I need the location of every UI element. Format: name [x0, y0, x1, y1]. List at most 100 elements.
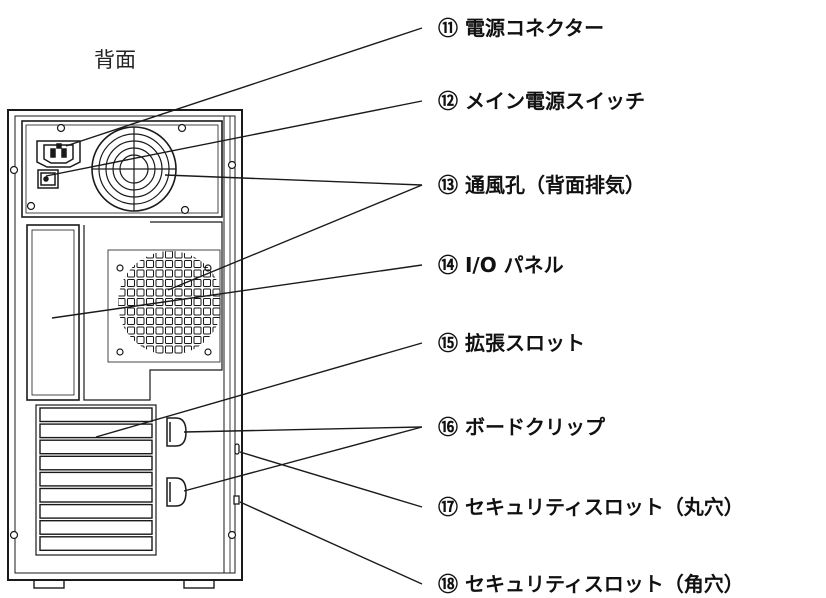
screw-icons	[9, 123, 237, 540]
vent-hole	[146, 326, 154, 335]
security-slot-icons	[233, 443, 240, 505]
vent-hole	[212, 326, 221, 335]
vent-hole	[174, 298, 183, 306]
callout-number: ⑯	[438, 415, 458, 439]
vent-hole	[127, 326, 135, 335]
vent-hole	[155, 269, 164, 278]
vent-hole	[184, 345, 192, 354]
vent-hole	[184, 317, 192, 325]
vent-hole	[127, 298, 135, 306]
screw-icon	[56, 123, 66, 133]
vent-hole	[165, 336, 173, 344]
vent-hole	[174, 326, 183, 335]
vent-hole	[146, 317, 154, 325]
vent-hole	[212, 279, 221, 287]
expansion-slot-cover	[39, 439, 153, 455]
expansion-slot-frame	[35, 404, 157, 556]
expansion-slot-cover	[39, 487, 153, 503]
vent-hole	[165, 307, 173, 316]
vent-hole	[203, 269, 211, 278]
callout-text: I/O パネル	[464, 253, 564, 277]
expansion-slot-cover	[39, 536, 153, 551]
vent-hole	[146, 307, 154, 316]
vent-hole	[184, 326, 192, 335]
vent-hole	[212, 317, 221, 325]
vent-hole	[184, 269, 192, 278]
expansion-slot-cover	[39, 503, 153, 519]
vent-hole	[136, 307, 145, 316]
callout-board-clip: ⑯ ボードクリップ	[438, 415, 605, 439]
screw-icon	[227, 160, 237, 170]
vent-hole	[118, 356, 125, 363]
callout-power-connector: ⑪ 電源コネクター	[438, 16, 604, 40]
leader-line-16b	[183, 426, 423, 492]
vent-hole	[174, 269, 183, 278]
vent-hole	[128, 356, 135, 363]
vent-hole	[165, 317, 173, 325]
vent-hole	[118, 279, 126, 287]
vent-hole	[156, 356, 163, 363]
leader-line-16a	[183, 426, 423, 433]
screw-icon	[9, 530, 19, 540]
power-supply-unit	[21, 120, 223, 218]
vent-hole	[184, 307, 192, 316]
callout-main-power-switch: ⑫ メイン電源スイッチ	[438, 89, 645, 113]
vent-hole	[184, 251, 192, 259]
callout-number: ⑫	[438, 89, 458, 113]
vent-hole	[118, 251, 126, 259]
vent-hole	[155, 336, 164, 344]
vent-hole	[136, 345, 145, 354]
vent-hole	[127, 336, 135, 344]
vent-hole	[174, 279, 183, 287]
vent-hole	[193, 279, 202, 287]
vent-hole	[155, 251, 164, 259]
vent-hole	[155, 260, 164, 268]
vent-hole	[127, 307, 135, 316]
expansion-slots	[39, 407, 153, 551]
vent-hole	[155, 345, 164, 354]
main-power-switch-icon	[37, 169, 59, 189]
screw-icon	[116, 348, 124, 356]
vent-hole	[194, 356, 201, 363]
callout-text: セキュリティスロット（丸穴）	[464, 495, 744, 519]
vent-hole	[155, 288, 164, 297]
vent-hole	[193, 260, 202, 268]
vent-hole	[212, 345, 221, 354]
vent-hole	[212, 336, 221, 344]
screw-icon	[26, 201, 36, 211]
vent-hole	[193, 269, 202, 278]
psu-fan-grille	[91, 126, 177, 212]
vent-hole	[136, 336, 145, 344]
vent-hole	[193, 298, 202, 306]
expansion-slot-cover	[39, 407, 153, 423]
vent-hole	[146, 288, 154, 297]
vent-hole	[193, 251, 202, 259]
vent-hole	[147, 356, 154, 363]
vent-hole	[127, 345, 135, 354]
vent-hole	[204, 356, 211, 363]
vent-hole	[174, 307, 183, 316]
vent-hole	[212, 251, 221, 259]
vent-hole	[193, 307, 202, 316]
vent-hole	[174, 336, 183, 344]
vent-hole	[146, 260, 154, 268]
case-vent	[83, 221, 223, 401]
vent-hole	[185, 356, 192, 363]
vent-hole	[184, 288, 192, 297]
security-slot-round-icon	[234, 443, 240, 455]
vent-hole	[165, 269, 173, 278]
vent-hole	[203, 307, 211, 316]
vent-hole	[165, 345, 173, 354]
io-panel	[26, 224, 80, 401]
vent-hole	[155, 326, 164, 335]
expansion-slot-cover	[39, 520, 153, 535]
vent-hole	[146, 336, 154, 344]
vent-hole	[136, 317, 145, 325]
screw-icon	[116, 264, 124, 272]
vent-hole	[203, 298, 211, 306]
vent-hole	[174, 260, 183, 268]
vent-hole	[118, 288, 126, 297]
vent-hole	[146, 251, 154, 259]
callout-io-panel: ⑭ I/O パネル	[438, 253, 564, 277]
callout-security-slot-square: ⑱ セキュリティスロット（角穴）	[438, 572, 744, 596]
